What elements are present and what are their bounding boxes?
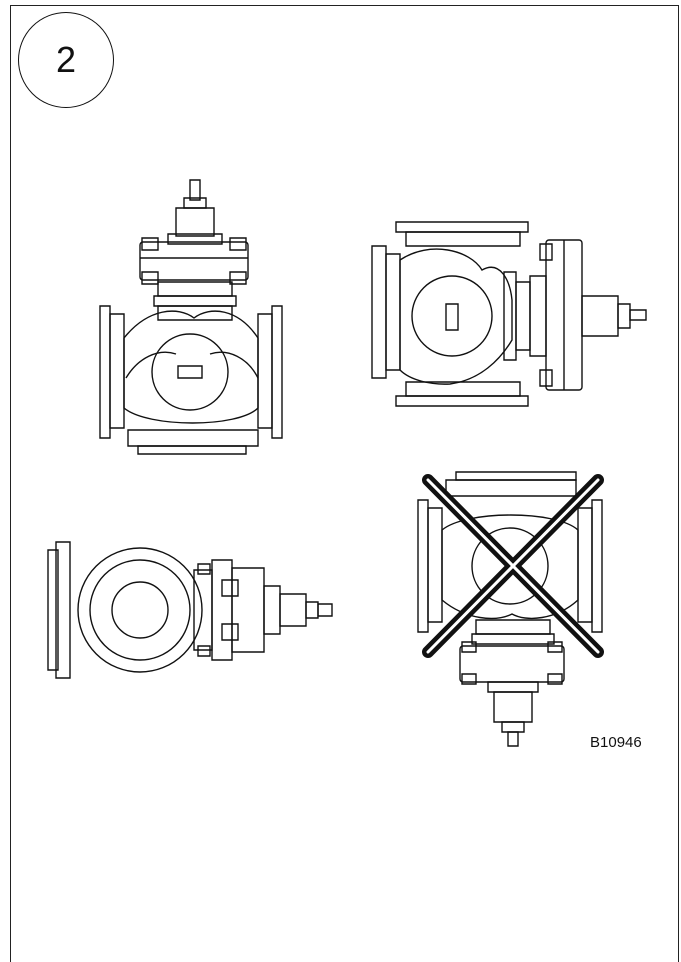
valve-view-actuator-side (46, 540, 336, 680)
page-frame (10, 5, 679, 962)
figure-code: B10946 (590, 734, 642, 751)
valve-view-actuator-down (416, 470, 606, 750)
step-number: 2 (55, 39, 77, 80)
cross-mark (420, 472, 606, 660)
step-number-badge: 2 (18, 12, 114, 108)
valve-view-actuator-up (98, 178, 288, 456)
valve-view-actuator-right (370, 220, 656, 410)
